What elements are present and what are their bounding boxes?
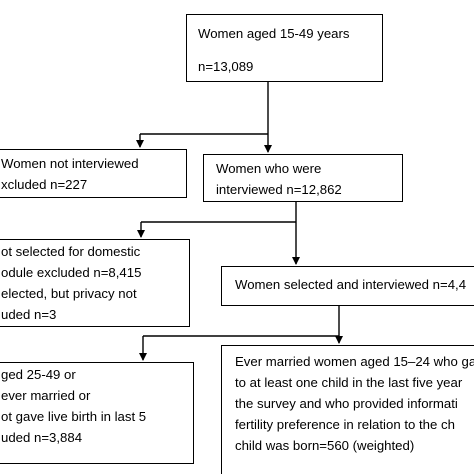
box-not-interviewed-label: Women not interviewed [1, 156, 139, 171]
box-final-line-5: child was born=560 (weighted) [235, 438, 415, 453]
box-not-selected-domestic-module: ot selected for domestic odule excluded … [0, 239, 190, 327]
box-excluded-line-1: ged 25-49 or [1, 367, 76, 382]
box-selected-label: Women selected and interviewed n=4,4 [235, 277, 467, 292]
box-final-line-1: Ever married women aged 15–24 who ga [235, 354, 474, 369]
box-not-selected-line-1: ot selected for domestic [1, 244, 141, 259]
box-not-selected-line-2: odule excluded n=8,415 [1, 265, 142, 280]
box-final-line-2: to at least one child in the last five y… [235, 375, 463, 390]
box-interviewed-label: Women who were [216, 161, 322, 176]
box-final-sample: Ever married women aged 15–24 who ga to … [221, 345, 474, 474]
box-excluded-line-2: ever married or [1, 388, 91, 403]
box-excluded-line-3: ot gave live birth in last 5 [1, 409, 147, 424]
box-women-selected-interviewed: Women selected and interviewed n=4,4 [221, 266, 474, 306]
box-interviewed-count: interviewed n=12,862 [216, 182, 342, 197]
box-final-line-3: the survey and who provided informati [235, 396, 458, 411]
box-not-interviewed-count: xcluded n=227 [1, 177, 88, 192]
box-women-aged-15-49: Women aged 15-49 years n=13,089 [186, 14, 383, 82]
box-total-label: Women aged 15-49 years [198, 26, 350, 41]
box-not-selected-line-3: elected, but privacy not [1, 286, 137, 301]
box-excluded-criteria: ged 25-49 or ever married or ot gave liv… [0, 362, 194, 464]
box-not-selected-line-4: uded n=3 [1, 307, 57, 322]
box-women-interviewed: Women who were interviewed n=12,862 [203, 154, 403, 202]
box-final-line-4: fertility preference in relation to the … [235, 417, 455, 432]
box-excluded-line-4: uded n=3,884 [1, 430, 83, 445]
box-total-count: n=13,089 [198, 59, 254, 74]
box-women-not-interviewed: Women not interviewed xcluded n=227 [0, 149, 187, 198]
